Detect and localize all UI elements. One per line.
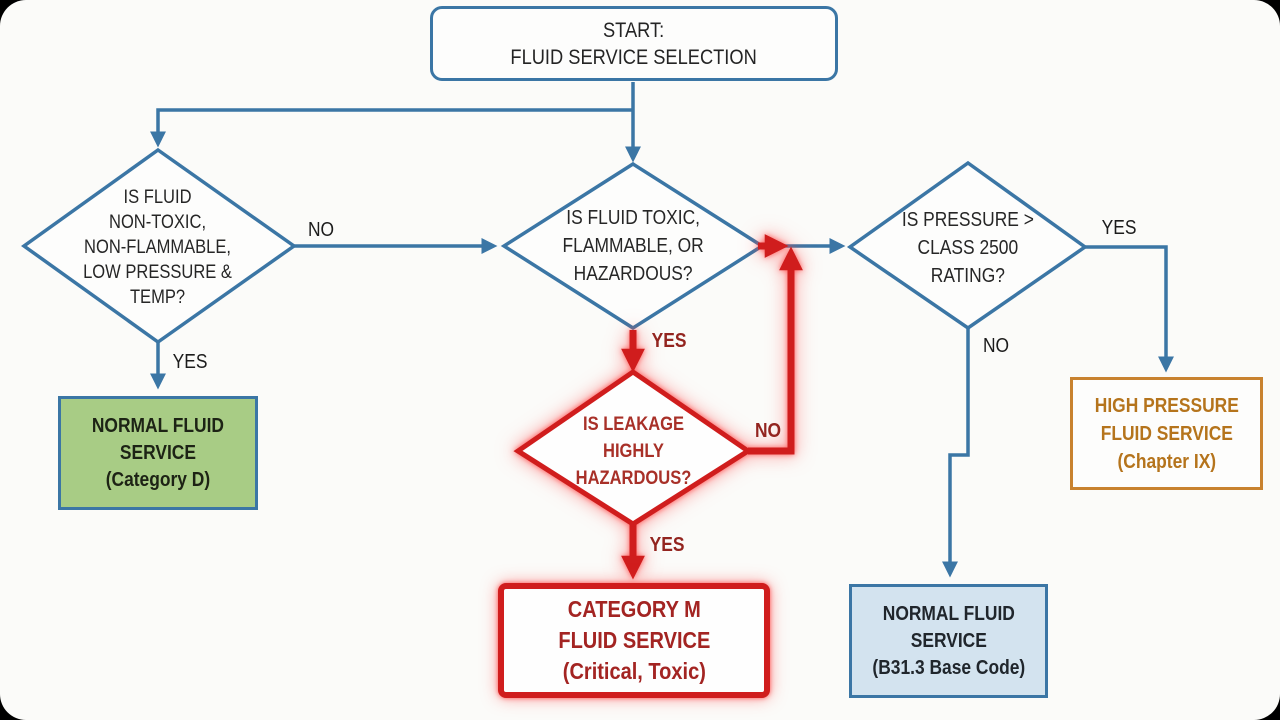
result-line: (Critical, Toxic) [562,658,706,684]
edge-label-text: NO [982,335,1010,357]
start-line: START: [603,18,665,42]
result-line: (Chapter IX) [1117,450,1216,473]
edge-label-toxic-yes: YES [649,330,689,352]
edge-label-text: YES [651,330,687,352]
edge-label-pressure-yes: YES [1099,217,1139,239]
edge-label-non-toxic-no: NO [306,219,336,241]
connector-pressure-no-to-base-code [941,328,970,578]
decision-line: FLAMMABLE, OR [562,235,704,257]
result-line: (Category D) [105,468,211,491]
edge-label-pressure-no: NO [981,335,1011,357]
blue-decision-shapes [20,147,1089,345]
decision-line: HAZARDOUS? [573,263,693,285]
decision-line: TEMP? [130,287,186,308]
edge-label-non-toxic-yes: YES [170,351,210,373]
edge-label-leakage-yes: YES [647,534,687,556]
edge-label-text: NO [307,219,335,241]
decision-non-toxic-text: IS FLUID NON-TOXIC, NON-FLAMMABLE, LOW P… [58,185,258,310]
result-line: SERVICE [119,441,197,464]
result-line: FLUID SERVICE [558,627,710,653]
decision-line: RATING? [930,265,1006,287]
result-base-code: NORMAL FLUID SERVICE (B31.3 Base Code) [849,584,1048,698]
decision-line: NON-TOXIC, [109,212,207,233]
result-line: CATEGORY M [567,596,701,622]
blue-connectors [149,82,1175,578]
edge-label-text: NO [754,420,782,442]
decision-toxic-text: IS FLUID TOXIC, FLAMMABLE, OR HAZARDOUS? [533,203,733,289]
decision-line: IS FLUID TOXIC, [566,207,700,229]
edge-label-text: YES [649,534,685,556]
result-high-pressure: HIGH PRESSURE FLUID SERVICE (Chapter IX) [1070,377,1263,490]
connector-pressure-yes-to-high-pressure [1085,245,1175,373]
decision-line: IS LEAKAGE [582,413,684,435]
decision-line: CLASS 2500 [917,237,1019,259]
edge-label-text: YES [172,351,208,373]
decision-line: LOW PRESSURE & [83,262,233,283]
result-category-m: CATEGORY M FLUID SERVICE (Critical, Toxi… [498,583,770,698]
edge-label-leakage-no: NO [753,420,783,442]
result-line: FLUID SERVICE [1100,422,1233,445]
result-line: HIGH PRESSURE [1094,394,1239,417]
decision-line: HAZARDOUS? [575,467,691,489]
decision-line: HIGHLY [602,440,664,462]
decision-leakage-shape [513,368,753,527]
decision-leakage-text: IS LEAKAGE HIGHLY HAZARDOUS? [533,410,733,492]
start-node-text: START: FLUID SERVICE SELECTION [511,17,757,71]
result-line: NORMAL FLUID [91,414,225,437]
decision-line: IS FLUID [124,187,192,208]
result-line: NORMAL FLUID [882,602,1015,625]
start-line: FLUID SERVICE SELECTION [510,45,758,69]
result-category-d: NORMAL FLUID SERVICE (Category D) [58,396,258,510]
red-highlight-group [513,234,803,580]
decision-toxic-shape [500,161,766,331]
decision-pressure-shape [846,160,1089,331]
result-line: (B31.3 Base Code) [872,656,1025,679]
start-node: START: FLUID SERVICE SELECTION [430,6,838,81]
edge-label-text: YES [1101,217,1137,239]
decision-non-toxic-shape [20,147,298,345]
connector-leakage-no-up [748,246,803,455]
connector-start-to-non-toxic [149,108,633,148]
decision-line: NON-FLAMMABLE, [84,237,232,258]
decision-line: IS PRESSURE > [902,209,1034,231]
result-line: SERVICE [910,629,987,652]
decision-pressure-text: IS PRESSURE > CLASS 2500 RATING? [868,206,1068,290]
